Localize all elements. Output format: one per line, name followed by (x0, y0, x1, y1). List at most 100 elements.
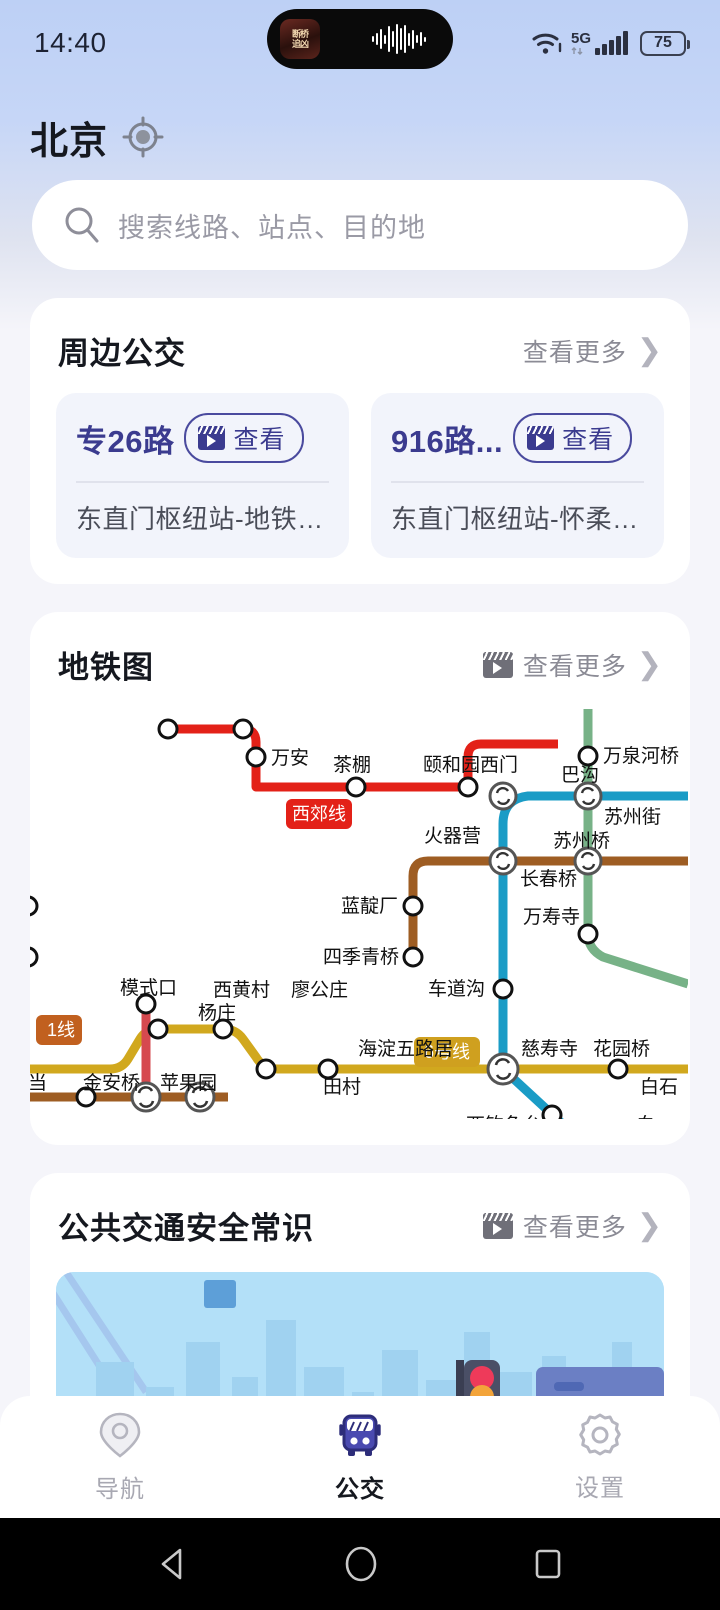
wifi-icon (532, 33, 562, 54)
chevron-right-icon: ❯ (636, 333, 662, 367)
station-dot (245, 746, 267, 768)
station-label: 万泉河桥 (603, 745, 679, 767)
nearby-bus-header: 周边公交 查看更多 ❯ (30, 298, 690, 379)
station-dot (457, 776, 479, 798)
square-recents-icon[interactable] (530, 1546, 566, 1582)
search-input[interactable]: 搜索线路、站点、目的地 (32, 180, 688, 270)
metro-map-title: 地铁图 (58, 650, 154, 685)
list-item[interactable]: 专26路 查看 东直门枢纽站-地铁柳... (56, 393, 349, 558)
more-label: 查看更多 (522, 652, 627, 681)
station-label: 慈寿寺 (521, 1038, 578, 1060)
station-label: 当 (30, 1072, 47, 1094)
station-dot (255, 1058, 277, 1080)
station-label: 颐和园西门 (423, 754, 518, 776)
nearby-bus-card: 周边公交 查看更多 ❯ 专26路 查看 东直门枢纽站-地铁柳... 916路..… (30, 298, 690, 584)
transfer-station (486, 1052, 520, 1086)
nearby-bus-list: 专26路 查看 东直门枢纽站-地铁柳... 916路... 查看 东直门枢纽站-… (30, 379, 690, 558)
triangle-back-icon[interactable] (154, 1545, 192, 1583)
metro-map-canvas[interactable]: 西郊线 1线 6号线 (30, 693, 690, 1119)
station-label: 四季青桥 (323, 946, 399, 968)
station-label: 白石 (640, 1076, 678, 1098)
station-label: 金安桥 (83, 1072, 140, 1094)
video-clapper-icon (527, 426, 555, 450)
island-app-icon: 断桥追凶 (280, 19, 320, 59)
view-button[interactable]: 查看 (513, 413, 633, 463)
tab-bus[interactable]: 公交 (240, 1410, 480, 1504)
battery-level: 75 (654, 34, 672, 51)
station-label: 西黄村 (213, 979, 270, 1001)
transfer-station (184, 1081, 216, 1113)
svg-text:西郊线: 西郊线 (292, 804, 346, 824)
bus-route-number: 专26路 (76, 423, 175, 459)
station-dot (402, 895, 424, 917)
station-label: 长春桥 (520, 868, 577, 890)
station-label: 杨庄 (198, 1002, 236, 1024)
station-label: 蓝靛厂 (341, 895, 398, 917)
station-label: 花园桥 (593, 1038, 650, 1060)
station-dot (232, 718, 254, 740)
divider (76, 481, 329, 483)
search-section: 搜索线路、站点、目的地 (0, 170, 720, 270)
location-pin-icon (99, 1412, 141, 1458)
station-dot (492, 978, 514, 1000)
safety-title: 公共交通安全常识 (58, 1211, 314, 1246)
signal-bars-icon (595, 31, 628, 55)
tab-settings[interactable]: 设置 (480, 1411, 720, 1503)
line-badge-1: 1线 (36, 1015, 82, 1045)
station-dot (577, 923, 599, 945)
transfer-station (573, 846, 603, 876)
android-navigation-bar (0, 1518, 720, 1610)
station-label: 车道沟 (428, 978, 485, 1000)
station-label: 田村 (323, 1076, 361, 1098)
station-dot (157, 718, 179, 740)
station-label: 巴沟 (561, 764, 599, 786)
metro-map-header: 地铁图 查看更多 ❯ (30, 612, 690, 693)
video-clapper-icon (198, 426, 226, 450)
station-label: 苏州街 (604, 806, 661, 828)
station-label: 火器营 (424, 825, 481, 847)
status-time: 14:40 (34, 27, 107, 58)
transfer-station (488, 781, 518, 811)
station-dot (135, 993, 157, 1015)
circle-home-icon[interactable] (342, 1544, 380, 1584)
bus-route-number: 916路... (391, 423, 504, 459)
network-arrows-icon (571, 47, 583, 55)
video-clapper-icon (482, 1212, 513, 1239)
location-target-icon[interactable] (122, 116, 164, 158)
metro-map-card: 地铁图 查看更多 ❯ (30, 612, 690, 1145)
station-dot (75, 1086, 97, 1108)
dynamic-island[interactable]: 断桥追凶 (267, 9, 453, 69)
station-label: 苏州桥 (553, 830, 610, 852)
nearby-bus-more-button[interactable]: 查看更多 ❯ (523, 333, 662, 369)
tab-label: 公交 (335, 1476, 385, 1503)
station-label: 万寿寺 (523, 906, 580, 928)
divider (391, 481, 644, 483)
station-label: 茶棚 (333, 754, 371, 776)
transfer-station (130, 1081, 162, 1113)
station-label: 模式口 (120, 977, 177, 999)
list-item[interactable]: 916路... 查看 东直门枢纽站-怀柔汽... (371, 393, 664, 558)
station-dot (607, 1058, 629, 1080)
station-label: 海淀五路居 (358, 1038, 453, 1060)
city-header[interactable]: 北京 (0, 86, 720, 170)
nearby-bus-title: 周边公交 (58, 336, 186, 371)
network-type-label: 5G (570, 30, 591, 47)
station-label: 廖公庄 (291, 979, 348, 1001)
status-bar: 14:40 断桥追凶 5G (0, 0, 720, 86)
station-dot (147, 1018, 169, 1040)
station-dot (402, 946, 424, 968)
more-label: 查看更多 (522, 1213, 627, 1242)
chevron-right-icon: ❯ (636, 647, 662, 681)
line-badge-xijiao: 西郊线 (286, 799, 352, 829)
svg-text:1线: 1线 (47, 1020, 75, 1040)
metro-map-more-button[interactable]: 查看更多 ❯ (482, 647, 662, 683)
tab-label: 导航 (95, 1476, 145, 1503)
station-dot (30, 895, 39, 917)
battery-icon: 75 (640, 30, 690, 56)
view-button[interactable]: 查看 (184, 413, 304, 463)
safety-more-button[interactable]: 查看更多 ❯ (482, 1208, 662, 1244)
station-dot (541, 1104, 563, 1119)
audio-waveform-icon (372, 24, 426, 54)
tab-navigation[interactable]: 导航 (0, 1410, 240, 1504)
more-label: 查看更多 (522, 338, 627, 367)
